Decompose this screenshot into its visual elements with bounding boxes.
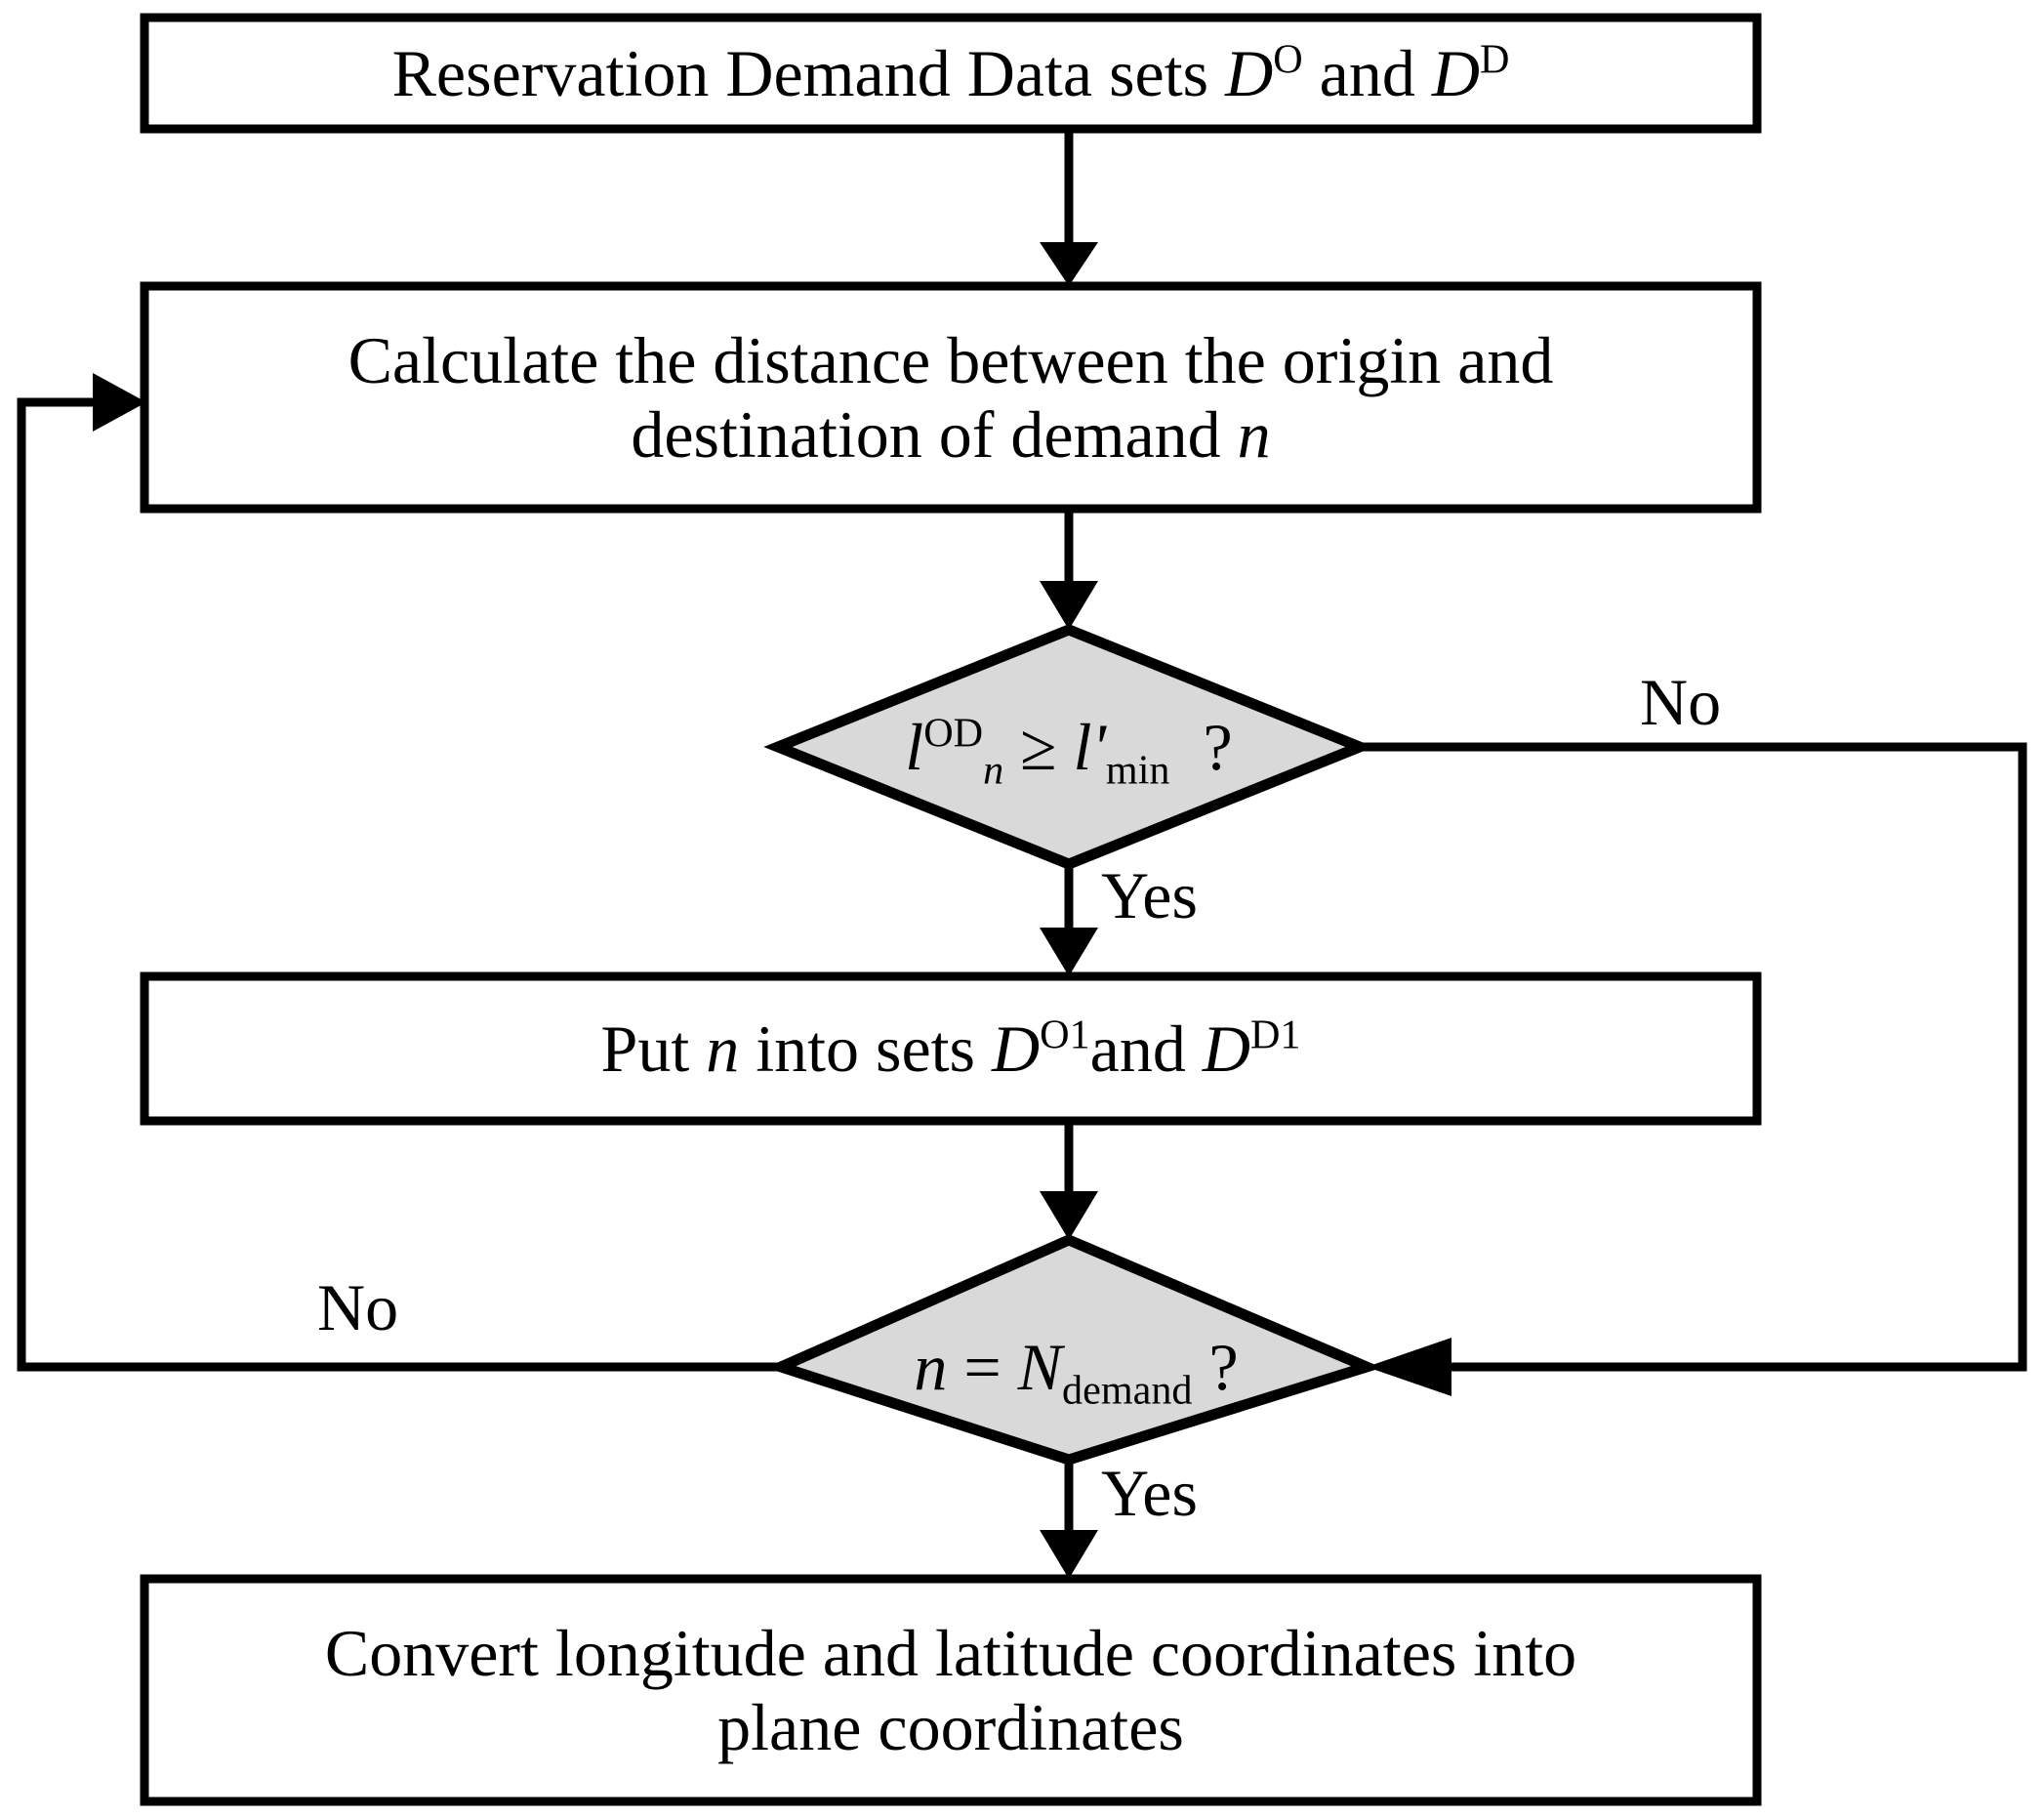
convert-box-line2: plane coordinates: [717, 1690, 1184, 1764]
decision-length-label: lODn ≥ l'min ?: [791, 688, 1347, 806]
arrowhead-decision1-yes: [1040, 928, 1098, 976]
put-box-sym2: D: [1202, 1011, 1250, 1086]
start-box-sym2-sup: D: [1479, 36, 1510, 83]
decision-length-lhs-sup: OD: [923, 710, 984, 757]
calc-box-label: Calculate the distance between the origi…: [144, 286, 1757, 509]
put-box-sym1: D: [992, 1011, 1041, 1086]
start-box-text-pre: Reservation Demand Data sets: [391, 35, 1226, 110]
put-box-mid2: and: [1089, 1011, 1203, 1086]
arrowhead-decision1-no: [1367, 1338, 1451, 1396]
calc-box-line1: Calculate the distance between the origi…: [347, 322, 1554, 397]
convert-box-label: Convert longitude and latitude coordinat…: [144, 1579, 1757, 1801]
decision-count-question: ?: [1208, 1329, 1239, 1404]
start-box-sym2: D: [1431, 35, 1480, 110]
start-box-sym1-sup: O: [1273, 36, 1303, 83]
start-box-sym1: D: [1225, 35, 1274, 110]
edge-label-yes-top: Yes: [1101, 857, 1198, 934]
arrowhead-start-to-calc: [1040, 242, 1098, 286]
calc-box-line2-var: n: [1237, 397, 1271, 472]
edge-label-no-right-text: No: [1640, 665, 1722, 739]
decision-count-label: n = Ndemand ?: [791, 1313, 1362, 1421]
decision-length-lhs-sub: n: [983, 747, 1004, 794]
decision-length-rhs: l': [1073, 709, 1106, 784]
decision-count-rhs-sub: demand: [1062, 1367, 1193, 1414]
put-box-label: Put n into sets DO1and DD1: [144, 976, 1757, 1121]
put-box-var: n: [706, 1011, 740, 1086]
decision-length-rhs-sub: min: [1105, 747, 1170, 794]
edge-label-yes-bottom-text: Yes: [1101, 1456, 1198, 1530]
convert-box-line1: Convert longitude and latitude coordinat…: [324, 1615, 1577, 1690]
put-box-pre: Put: [600, 1011, 707, 1086]
edge-label-yes-bottom: Yes: [1101, 1455, 1198, 1532]
decision-count-lhs: n: [914, 1329, 948, 1404]
start-box-text-mid: and: [1302, 35, 1432, 110]
calc-box-line2-pre: destination of demand: [631, 397, 1238, 472]
edge-label-yes-top-text: Yes: [1101, 858, 1198, 932]
decision-length-operator: ≥: [1020, 709, 1057, 784]
connector-decision2-no-path: [17, 397, 781, 1372]
decision-count-rhs: N: [1017, 1329, 1063, 1404]
decision-count-operator: =: [963, 1329, 1002, 1404]
decision-length-question: ?: [1203, 709, 1233, 784]
edge-label-no-left-text: No: [317, 1270, 399, 1344]
put-box-sym1-sup: O1: [1040, 1012, 1090, 1058]
arrowhead-put-to-decision2: [1040, 1191, 1098, 1240]
edge-label-no-left: No: [317, 1269, 398, 1346]
arrowhead-calc-to-decision1: [1040, 581, 1098, 630]
put-box-mid1: into sets: [739, 1011, 993, 1086]
start-box-label: Reservation Demand Data sets DO and DD: [144, 18, 1757, 129]
arrowhead-decision2-no: [93, 373, 146, 432]
edge-label-no-right: No: [1640, 664, 1721, 741]
decision-length-lhs: l: [905, 709, 924, 784]
put-box-sym2-sup: D1: [1249, 1012, 1301, 1058]
arrowhead-decision2-yes: [1040, 1530, 1098, 1579]
